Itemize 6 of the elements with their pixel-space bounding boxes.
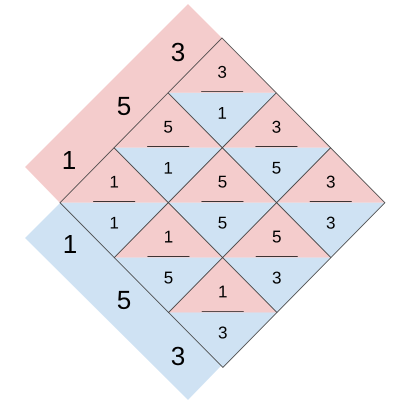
node-label: 1 bbox=[64, 151, 75, 169]
node-label: 5 bbox=[118, 96, 130, 116]
node-label: 3 bbox=[172, 42, 184, 62]
node-label: 1 bbox=[64, 235, 76, 253]
node-label: 5 bbox=[118, 290, 130, 310]
node-label: 3 bbox=[172, 346, 184, 366]
